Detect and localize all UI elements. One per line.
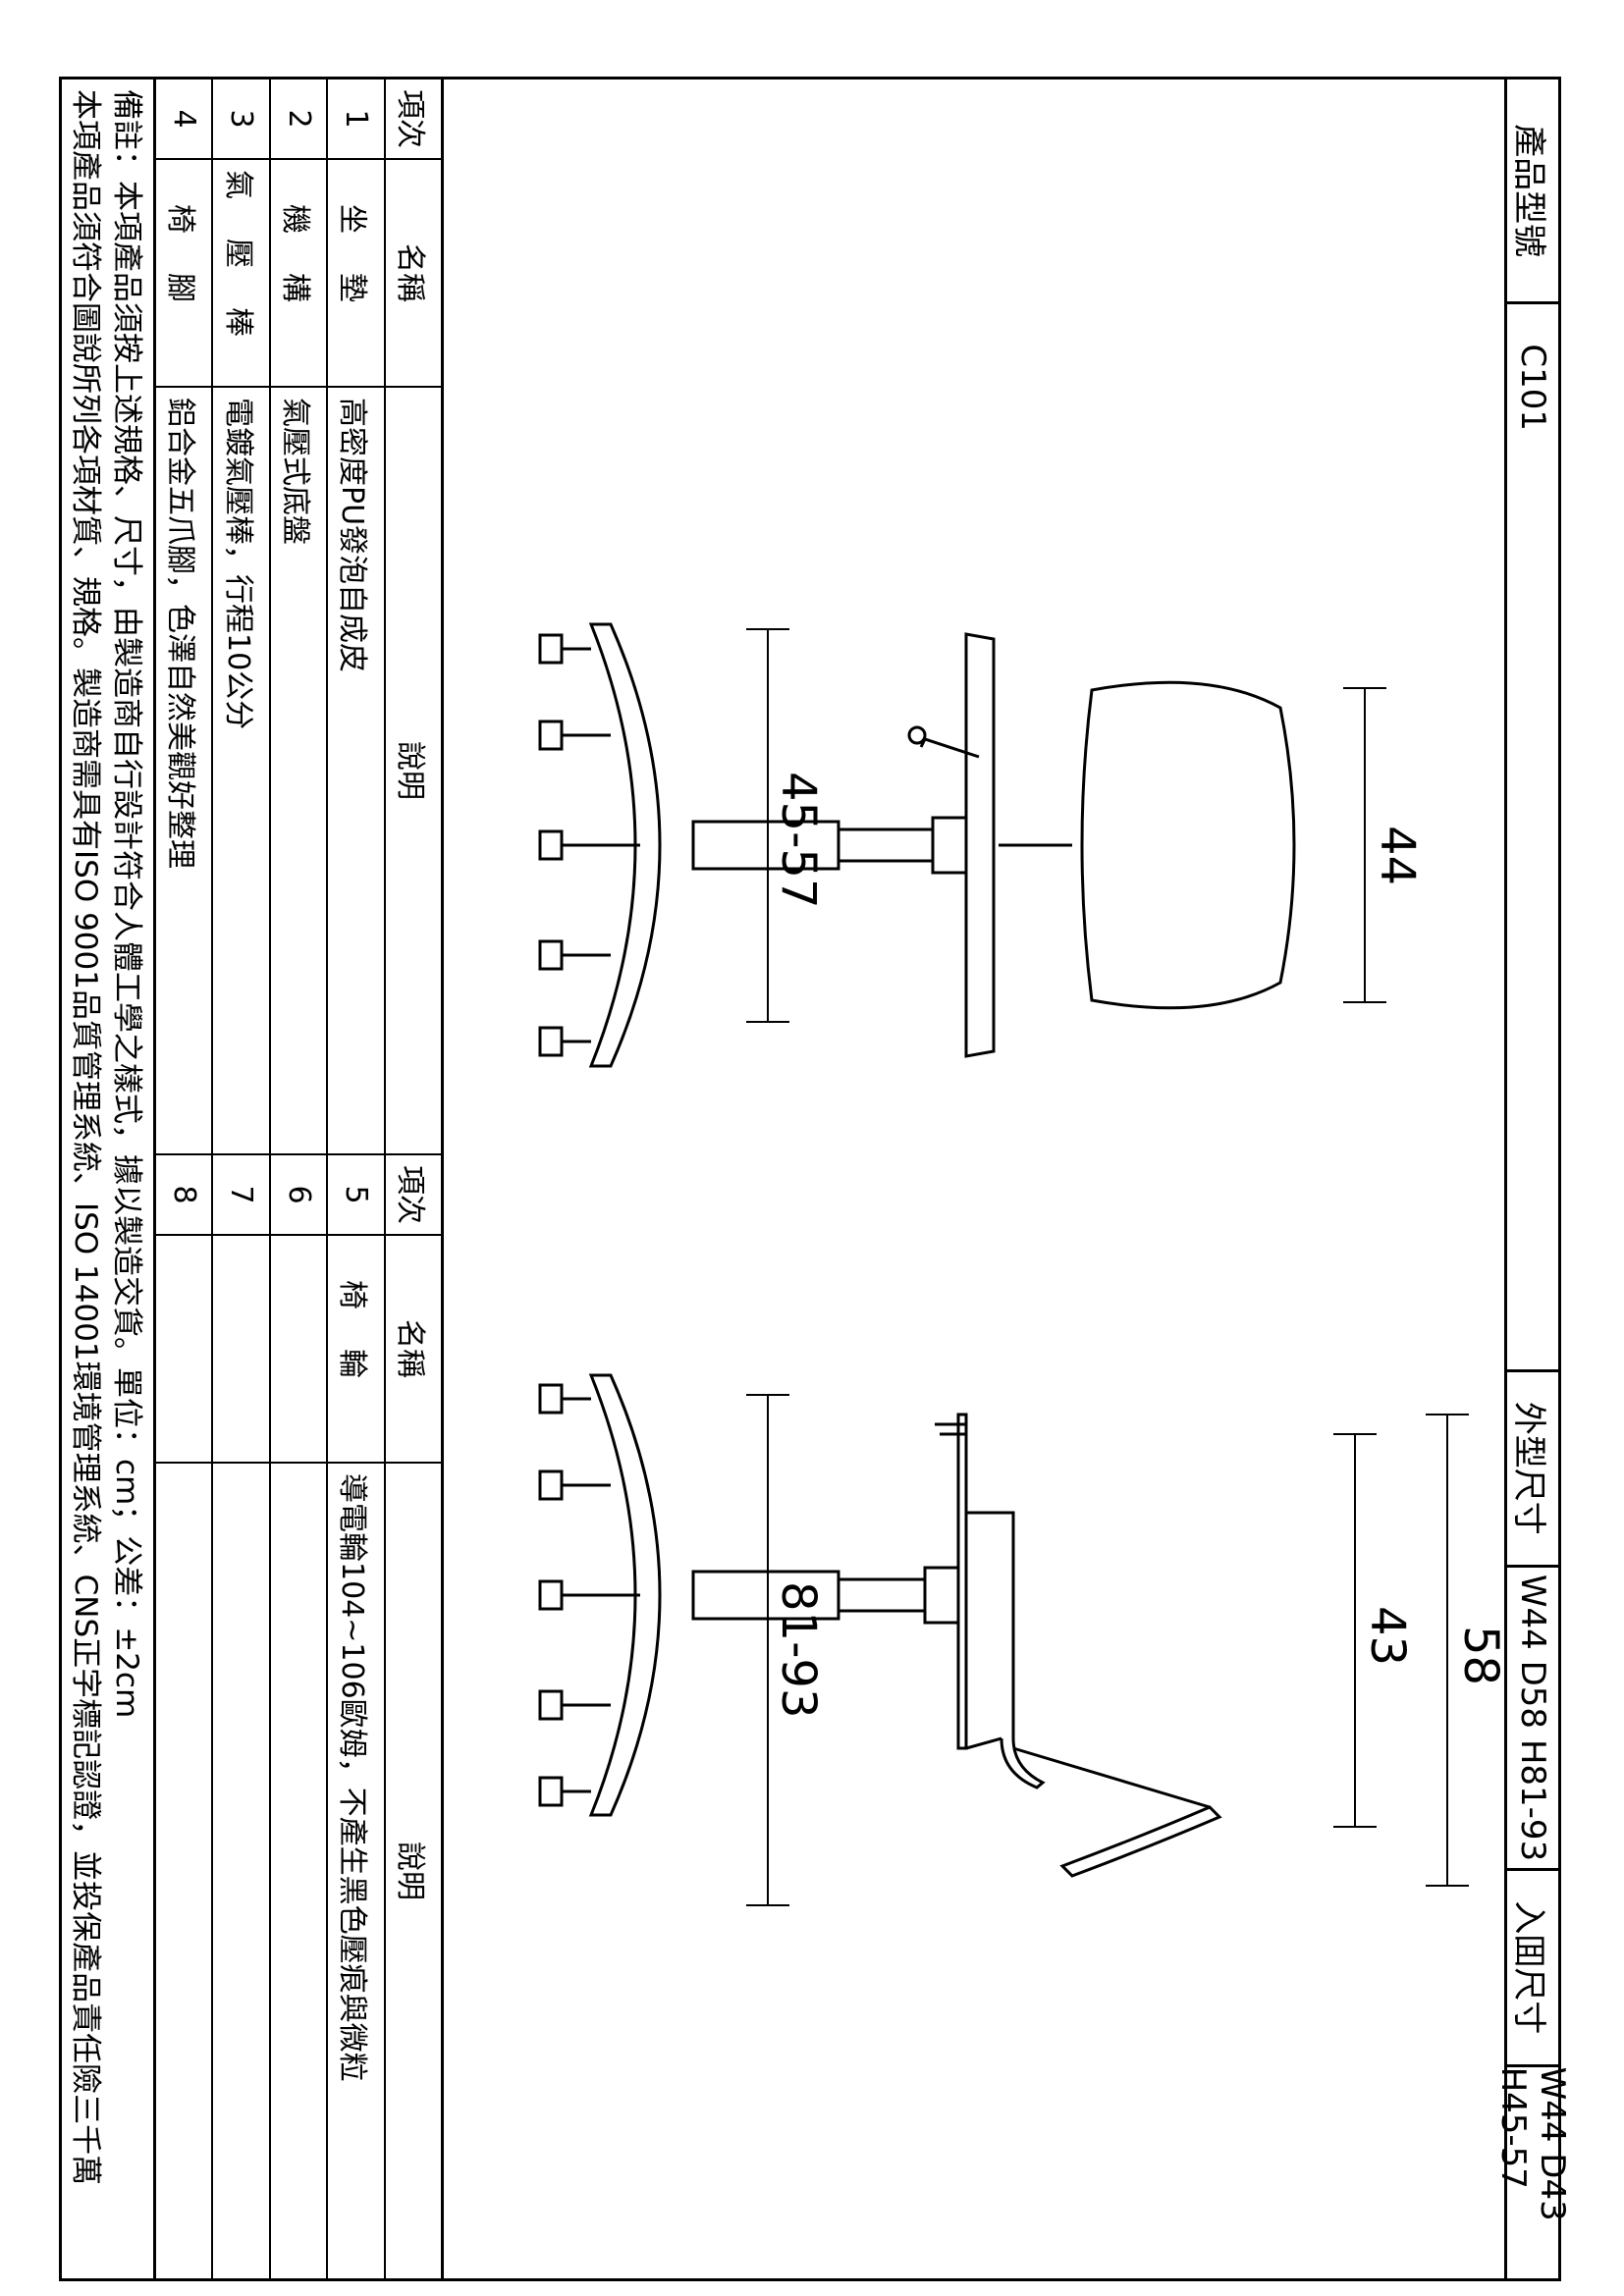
row-name: 椅腳 xyxy=(154,159,213,387)
spec-table: 項次 名稱 說明 項次 名稱 說明 1 坐墊 高密度PU發泡自成皮 5 椅輪 導… xyxy=(153,77,444,2281)
inner-size-value: W44 D43 H45-57 xyxy=(1493,2066,1572,2221)
model-value: C101 xyxy=(1507,304,1558,1372)
side-gas-lower xyxy=(691,1570,840,1621)
row-desc: 導電輪104~106歐姆，不產生黑色壓痕與微粒 xyxy=(327,1463,385,2280)
front-view xyxy=(538,622,1296,1068)
dim-side-total-depth: 58 xyxy=(1453,1626,1504,1685)
row-desc xyxy=(269,1463,328,2280)
row-name: 椅輪 xyxy=(327,1235,385,1463)
side-back-bar xyxy=(1012,1746,1211,1809)
side-gas-upper xyxy=(837,1577,927,1613)
side-backrest xyxy=(1059,1805,1222,1878)
front-casters xyxy=(538,633,640,1057)
table-row: 2 機構 氣壓式底盤 6 xyxy=(269,78,328,2280)
front-base xyxy=(588,622,662,1068)
drawing-sheet: 產品型號 C101 外型尺寸 W44 D58 H81-93 入囬尺寸 W44 D… xyxy=(59,77,1572,2281)
row-desc: 電鍍氣壓棒，行程10公分 xyxy=(212,387,270,1154)
row-name: 機構 xyxy=(269,159,328,387)
table-row: 1 坐墊 高密度PU發泡自成皮 5 椅輪 導電輪104~106歐姆，不產生黑色壓… xyxy=(327,78,385,2280)
header-desc-right: 說明 xyxy=(384,1463,443,2280)
front-lever-knob xyxy=(907,725,927,745)
dim-front-width: 44 xyxy=(1370,826,1425,885)
dim-side-seat-depth: 43 xyxy=(1360,1606,1415,1666)
notes: 備註：本項產品須按上述規格、尺寸，由製造商自行設計符合人體工學之樣式，據以製造交… xyxy=(59,77,153,2281)
header-no-left: 項次 xyxy=(384,78,443,159)
note-line-2: 本項產品須符合圖說所列各項材質、規格。製造商需具有ISO 9001品質管理系統、… xyxy=(68,89,103,2186)
header-no-right: 項次 xyxy=(384,1154,443,1235)
row-no: 6 xyxy=(269,1154,328,1235)
front-gas-upper xyxy=(837,828,935,863)
front-seat xyxy=(964,632,996,1058)
row-name xyxy=(212,1235,270,1463)
title-band: 產品型號 C101 外型尺寸 W44 D58 H81-93 入囬尺寸 W44 D… xyxy=(1493,77,1572,2281)
note-line-1: 備註：本項產品須按上述規格、尺寸，由製造商自行設計符合人體工學之樣式，據以製造交… xyxy=(109,89,144,1719)
side-seat-rear xyxy=(965,1736,1002,1750)
dimension-lines xyxy=(746,628,1469,1906)
row-desc: 鋁合金五爪腳，色澤自然美觀好整理 xyxy=(154,387,213,1154)
side-seat-pan xyxy=(956,1413,968,1750)
drawing-area: 44 45-57 43 58 81-93 xyxy=(444,77,1504,2281)
outer-size-value: W44 D58 H81-93 xyxy=(1507,1567,1558,1872)
side-mechanism xyxy=(923,1566,960,1625)
side-view xyxy=(538,1373,1222,1878)
chair-drawings: 44 45-57 43 58 81-93 xyxy=(538,622,1504,1906)
header-desc-left: 說明 xyxy=(384,387,443,1154)
table-header-row: 項次 名稱 說明 項次 名稱 說明 xyxy=(384,78,443,2280)
front-lever xyxy=(919,737,980,759)
front-gas-lower xyxy=(691,820,840,871)
table-row: 4 椅腳 鋁合金五爪腳，色澤自然美觀好整理 8 xyxy=(154,78,213,2280)
table-row: 3 氣壓棒 電鍍氣壓棒，行程10公分 7 xyxy=(212,78,270,2280)
row-desc xyxy=(154,1463,213,2280)
front-mechanism xyxy=(931,816,968,875)
row-desc xyxy=(212,1463,270,2280)
side-base xyxy=(588,1373,662,1817)
row-desc: 氣壓式底盤 xyxy=(269,387,328,1154)
row-no: 2 xyxy=(269,78,328,159)
inner-size-label: 入囬尺寸 xyxy=(1507,1871,1558,2067)
row-no: 4 xyxy=(154,78,213,159)
side-casters xyxy=(538,1383,640,1807)
row-no: 3 xyxy=(212,78,270,159)
row-no: 5 xyxy=(327,1154,385,1235)
front-backrest xyxy=(1080,680,1296,1010)
outer-size-label: 外型尺寸 xyxy=(1507,1371,1558,1568)
row-no: 8 xyxy=(154,1154,213,1235)
dim-front-height: 45-57 xyxy=(771,772,826,908)
row-name xyxy=(154,1235,213,1463)
row-name xyxy=(269,1235,328,1463)
row-name: 氣壓棒 xyxy=(212,159,270,387)
dim-side-height: 81-93 xyxy=(771,1581,826,1718)
model-label: 產品型號 xyxy=(1507,80,1558,305)
header-name-left: 名稱 xyxy=(384,159,443,387)
header-name-right: 名稱 xyxy=(384,1235,443,1463)
side-seat-front xyxy=(935,1422,966,1436)
row-name: 坐墊 xyxy=(327,159,385,387)
row-no: 7 xyxy=(212,1154,270,1235)
side-seat xyxy=(966,1511,1046,1789)
row-no: 1 xyxy=(327,78,385,159)
row-desc: 高密度PU發泡自成皮 xyxy=(327,387,385,1154)
